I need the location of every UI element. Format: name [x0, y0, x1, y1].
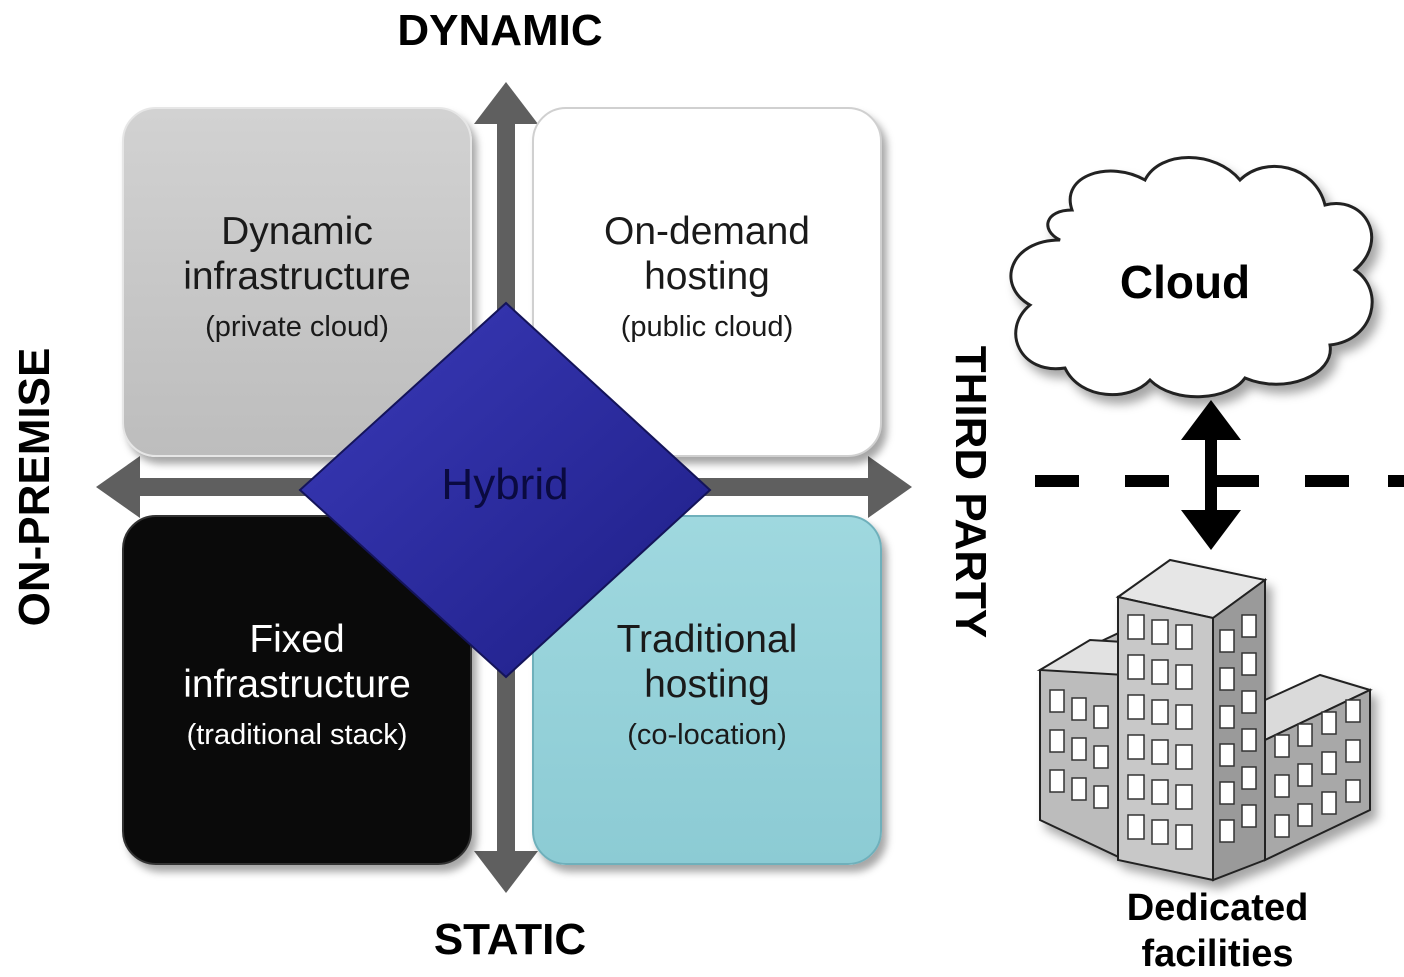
quadrant-title-line1: On-demand: [604, 210, 810, 253]
facilities-label-line2: facilities: [1141, 933, 1294, 975]
quadrant-title-line2: infrastructure: [183, 663, 411, 706]
down-arrowhead: [474, 851, 538, 893]
dashed-divider: [1035, 475, 1404, 487]
right-arrowhead: [868, 456, 912, 518]
quadrant-title-line2: hosting: [644, 255, 770, 298]
quadrant-title-line1: Traditional: [616, 618, 798, 661]
building-icon: [1036, 558, 1373, 882]
quadrant-subtitle: (co-location): [627, 719, 787, 751]
cloud-shape: [1009, 156, 1374, 399]
hybrid-label: Hybrid: [441, 460, 569, 509]
axis-label-dynamic: DYNAMIC: [397, 6, 603, 55]
quadrant-subtitle: (public cloud): [620, 311, 794, 343]
quadrant-subtitle: (private cloud): [205, 311, 389, 343]
hybrid-diamond: [298, 301, 712, 679]
quadrant-title-line1: Fixed: [249, 618, 345, 661]
axis-label-static: STATIC: [433, 915, 587, 964]
up-arrowhead: [474, 82, 538, 124]
dedicated-facilities-label: Dedicated facilities: [1090, 885, 1345, 977]
quadrant-title-line2: infrastructure: [183, 255, 411, 298]
facilities-label-line1: Dedicated: [1126, 887, 1309, 929]
left-arrowhead: [96, 456, 140, 518]
cloud-label: Cloud: [1119, 256, 1251, 308]
quadrant-subtitle: (traditional stack): [186, 719, 408, 751]
double-arrow: [1181, 400, 1241, 550]
quadrant-title-line2: hosting: [644, 663, 770, 706]
quadrant-title-line1: Dynamic: [221, 210, 373, 253]
building-windows: [1049, 614, 1361, 850]
